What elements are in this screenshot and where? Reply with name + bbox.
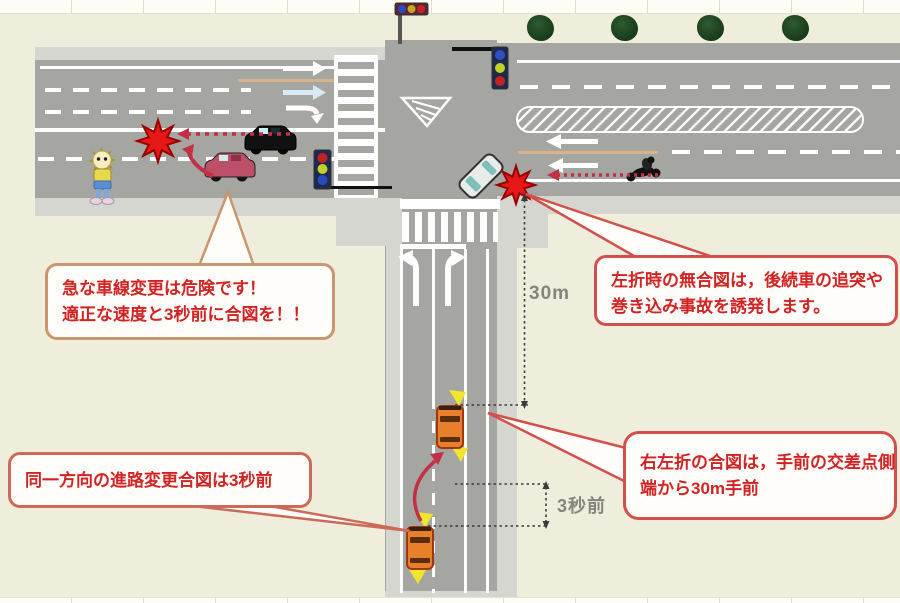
crosswalk-edge-bar: [400, 199, 500, 209]
lane-edge-line: [517, 179, 900, 182]
lane-divider-dashed: [45, 88, 251, 92]
lane-edge-line: [400, 249, 403, 593]
tree-icon: [697, 15, 724, 41]
callout-text: 巻き込み事故を誘発します。: [611, 297, 831, 317]
lane-divider-dashed: [432, 397, 435, 593]
guide-line-tan: [518, 151, 658, 154]
spreadsheet-grid-bottom: [0, 597, 900, 603]
guide-line-tan: [238, 79, 334, 82]
lane-divider-dashed: [672, 150, 900, 154]
callout-text: 左折時の無合図は，後続車の追突や: [611, 271, 883, 290]
vertical-road-end: [385, 591, 497, 597]
callout-text: 適正な速度と3秒前に合図を！！: [62, 305, 310, 325]
callout-text: 右左折の合図は，手前の交差点側: [640, 453, 895, 472]
center-line-dashed: [38, 157, 345, 161]
lane-edge-line: [486, 249, 489, 593]
lane-divider-dashed: [45, 110, 251, 114]
direction-separator-line: [35, 128, 385, 132]
right-road-sidewalk: [497, 196, 900, 214]
tree-icon: [527, 15, 554, 41]
lead-time-label: 3秒前: [557, 496, 607, 516]
stop-line: [400, 244, 466, 249]
lane-edge-line: [464, 249, 467, 593]
left-road-sidewalk-top: [35, 47, 385, 60]
callout-turn-signal-distance: 右左折の合図は，手前の交差点側 端から30m手前: [623, 431, 897, 520]
vertical-road-sidewalk-right: [497, 214, 517, 597]
arrowhead: [542, 521, 550, 529]
lane-divider-dashed: [520, 85, 900, 89]
callout-tail: [183, 503, 411, 533]
tree-icon: [782, 15, 809, 41]
lane-edge-line: [517, 60, 900, 63]
arrowhead: [542, 481, 550, 489]
crosswalk-left: [334, 55, 378, 198]
vertical-road-sidewalk-left: [386, 216, 402, 597]
channelizing-island-hatched: [516, 106, 864, 133]
spreadsheet-grid-top: [0, 0, 900, 14]
callout-lane-change-warning: 急な車線変更は危険です！ 適正な速度と3秒前に合図を！！: [45, 263, 335, 340]
lane-divider-solid: [432, 249, 435, 397]
distance-label: 30m: [529, 283, 571, 304]
crosswalk-vertical: [402, 212, 498, 242]
callout-text: 端から30m手前: [640, 479, 760, 499]
tree-icon: [611, 15, 638, 41]
arrowhead: [521, 401, 528, 409]
callout-no-signal-left-turn: 左折時の無合図は，後続車の追突や 巻き込み事故を誘発します。: [594, 255, 898, 326]
lane-edge-line: [40, 66, 334, 69]
callout-text: 急な車線変更は危険です！: [62, 279, 266, 298]
callout-same-direction-rule: 同一方向の進路変更合図は3秒前: [8, 452, 312, 508]
callout-text: 同一方向の進路変更合図は3秒前: [25, 471, 273, 490]
